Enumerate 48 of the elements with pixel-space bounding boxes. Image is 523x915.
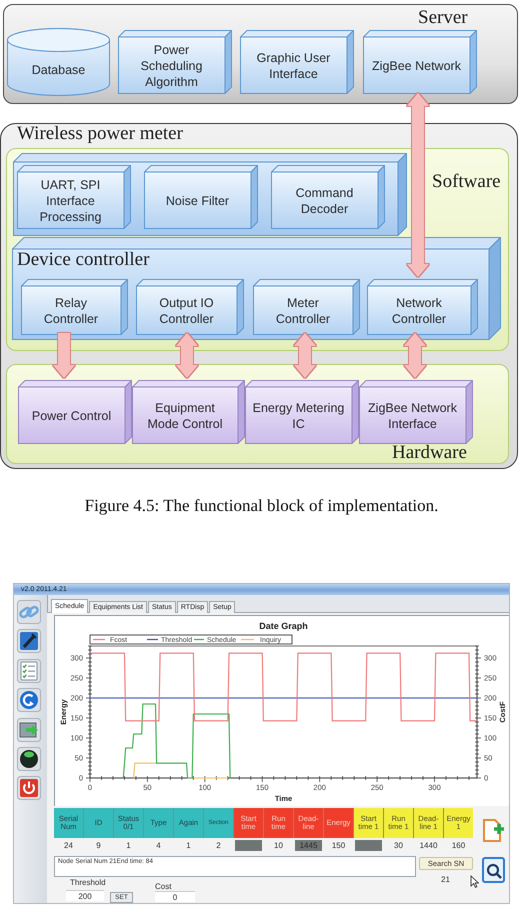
block-arrow (407, 93, 429, 277)
data-value: 2 (216, 840, 221, 850)
hardware-panel (6, 364, 509, 464)
meter-panel (0, 123, 518, 469)
server-panel (3, 4, 518, 104)
panel-heading: Hardware (392, 443, 467, 463)
input-field: 200 (66, 890, 104, 901)
data-value: 30 (394, 840, 403, 850)
figure-caption: Figure 4.5: The functional block of implementation. (84, 496, 438, 516)
data-value: 4 (156, 840, 161, 850)
block-arrow (404, 333, 426, 378)
block-label: Equipment Mode Control (146, 400, 224, 432)
block-label: Meter Controller (274, 294, 332, 326)
block-label: ZigBee Network Interface (367, 400, 458, 432)
block-label: Energy Metering IC (252, 400, 346, 432)
block-label: Relay Controller (42, 294, 100, 326)
block-label: Noise Filter (166, 192, 230, 208)
data-value: 10 (274, 840, 283, 850)
block-label: Command Decoder (294, 184, 354, 216)
data-value: 1440 (420, 840, 438, 850)
panel-heading: Wireless power meter (17, 124, 183, 144)
block-arrow (176, 333, 198, 378)
panel-heading: Server (418, 8, 468, 28)
panel-heading: Software (432, 172, 501, 192)
field-label: Cost (155, 882, 172, 892)
serial-number: 21 (441, 875, 450, 885)
block-label: Power Control (32, 408, 112, 424)
data-value: 24 (64, 840, 73, 850)
block-label: Database (32, 62, 86, 78)
block-arrow (294, 333, 316, 378)
field-label: Threshold (70, 878, 106, 888)
block-label: Output IO Controller (158, 294, 215, 326)
block-label: ZigBee Network (372, 58, 461, 74)
block-label: Network Controller (390, 294, 448, 326)
block-label: Graphic User Interface (256, 50, 332, 82)
input-field: 0 (155, 891, 195, 902)
data-value: 1 (126, 840, 131, 850)
block-label: UART, SPI Interface Processing (38, 176, 102, 224)
value-field: 1445 (295, 840, 322, 851)
data-value: 160 (452, 840, 466, 850)
software-panel (6, 148, 509, 351)
block-label: Power Scheduling Algorithm (140, 42, 204, 90)
data-value: 150 (332, 840, 346, 850)
block-arrow (53, 333, 75, 378)
data-value: 1 (186, 840, 191, 850)
panel-heading: Device controller (17, 250, 150, 270)
chart-title: Date Graph (259, 621, 308, 631)
data-value: 9 (96, 840, 101, 850)
